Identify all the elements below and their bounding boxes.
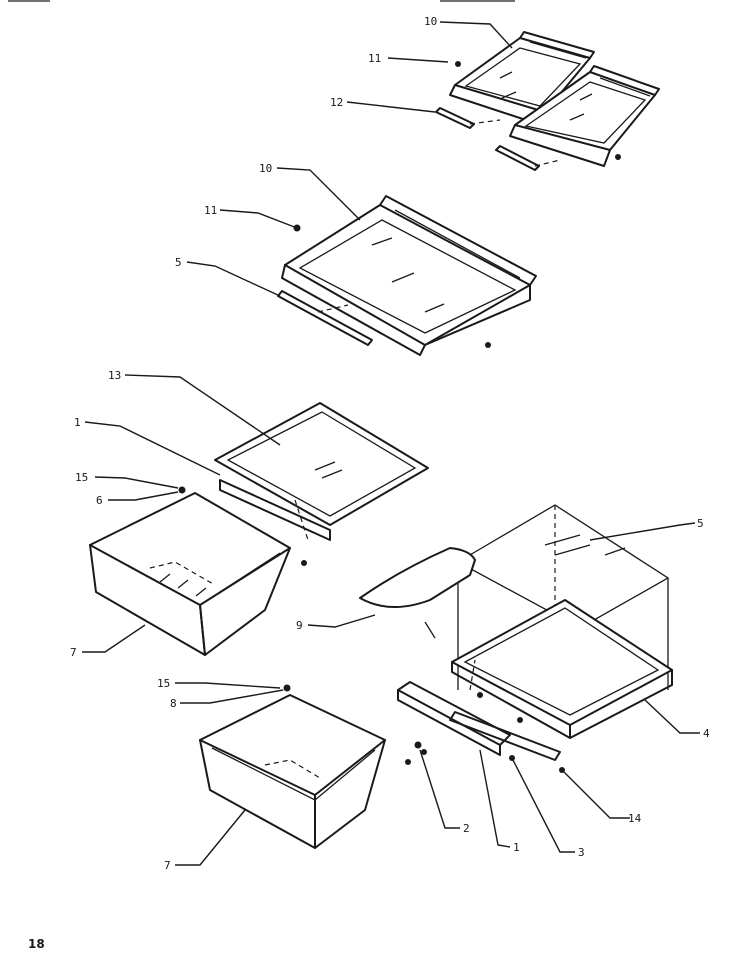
callout-5-mid: 5 — [175, 256, 182, 269]
glass-shelf — [214, 402, 429, 526]
callout-10-top: 10 — [424, 15, 437, 28]
callout-1-lower: 1 — [513, 841, 520, 854]
callout-7-lower: 7 — [164, 859, 171, 872]
callout-7-upper: 7 — [70, 646, 77, 659]
divider-tray — [359, 547, 476, 639]
small-shelf-left — [449, 31, 595, 125]
callout-6: 6 — [96, 494, 103, 507]
callout-3: 3 — [578, 846, 585, 859]
crisper-lower — [199, 684, 411, 849]
callout-14: 14 — [628, 812, 642, 825]
callout-2: 2 — [463, 822, 470, 835]
callout-12: 12 — [330, 96, 343, 109]
callout-10-mid: 10 — [259, 162, 272, 175]
callout-5-right: 5 — [697, 517, 704, 530]
small-shelf-right — [509, 65, 660, 167]
page-number: 18 — [28, 937, 45, 951]
small-shelf-trims — [435, 61, 621, 171]
callout-11-top: 11 — [368, 52, 381, 65]
callout-4: 4 — [703, 727, 710, 740]
callout-8: 8 — [170, 697, 177, 710]
callout-1-upper: 1 — [74, 416, 81, 429]
crisper-drawer-right — [451, 599, 673, 739]
callout-9: 9 — [296, 619, 303, 632]
leader-lines — [82, 21, 700, 866]
crisper-upper — [89, 479, 331, 656]
callout-11-mid: 11 — [204, 204, 217, 217]
callout-15-upper: 15 — [75, 471, 88, 484]
callout-15-lower: 15 — [157, 677, 170, 690]
callout-13: 13 — [108, 369, 121, 382]
lower-frame — [397, 681, 565, 773]
large-shelf — [277, 195, 537, 356]
callout-labels: 10 11 12 10 11 5 13 1 15 6 7 5 9 4 15 8 … — [70, 15, 710, 872]
